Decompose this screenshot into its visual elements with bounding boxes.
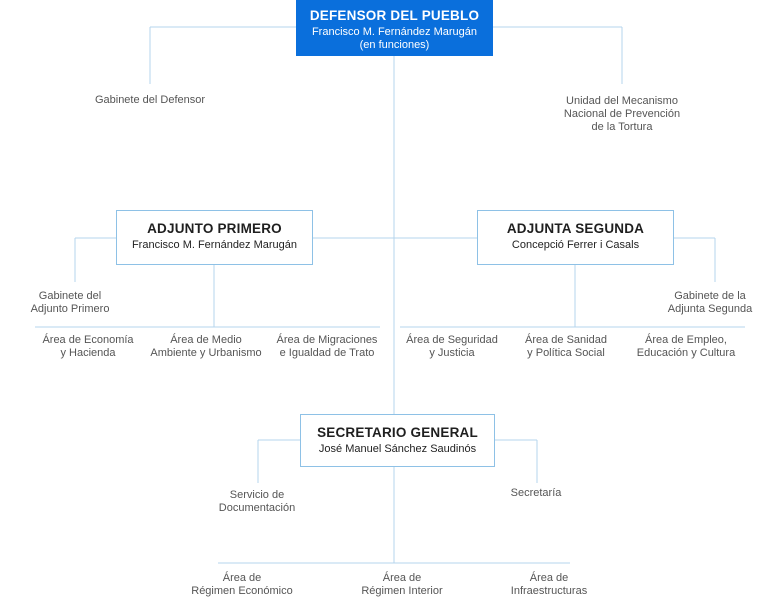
area-seguridad-label: Área de Seguridad y Justicia [406, 334, 498, 359]
secretario-general-name: José Manuel Sánchez Saudinós [318, 443, 477, 455]
area-sanidad-label: Área de Sanidad y Política Social [525, 334, 607, 359]
unidad-mecanismo-label: Unidad del Mecanismo Nacional de Prevenc… [563, 95, 681, 133]
defensor-del-pueblo-box: DEFENSOR DEL PUEBLO Francisco M. Fernánd… [296, 0, 493, 56]
defensor-name: Francisco M. Fernández Marugán [311, 26, 478, 38]
adjunta-segunda-box: ADJUNTA SEGUNDA Concepció Ferrer i Casal… [477, 210, 674, 265]
servicio-documentacion-label: Servicio de Documentación [218, 489, 296, 514]
gabinete-adjunta-segunda-label: Gabinete de la Adjunta Segunda [667, 290, 753, 315]
adjunto-primero-name: Francisco M. Fernández Marugán [131, 239, 298, 251]
adjunta-segunda-title: ADJUNTA SEGUNDA [506, 221, 645, 236]
gabinete-del-defensor-label: Gabinete del Defensor [94, 94, 206, 106]
adjunta-segunda-name: Concepció Ferrer i Casals [511, 239, 640, 251]
secretaria-label: Secretaría [510, 487, 562, 499]
area-regimen-economico-label: Área de Régimen Económico [191, 572, 293, 597]
area-medio-ambiente-label: Área de Medio Ambiente y Urbanismo [150, 334, 262, 359]
secretario-general-box: SECRETARIO GENERAL José Manuel Sánchez S… [300, 414, 495, 467]
adjunto-primero-box: ADJUNTO PRIMERO Francisco M. Fernández M… [116, 210, 313, 265]
defensor-title: DEFENSOR DEL PUEBLO [309, 8, 480, 23]
adjunto-primero-title: ADJUNTO PRIMERO [147, 221, 282, 236]
area-regimen-interior-label: Área de Régimen Interior [361, 572, 443, 597]
area-infraestructuras-label: Área de Infraestructuras [510, 572, 588, 597]
area-empleo-label: Área de Empleo, Educación y Cultura [636, 334, 736, 359]
gabinete-adjunto-primero-label: Gabinete del Adjunto Primero [30, 290, 110, 315]
area-economia-label: Área de Economía y Hacienda [42, 334, 134, 359]
defensor-note: (en funciones) [359, 39, 430, 51]
area-migraciones-label: Área de Migraciones e Igualdad de Trato [276, 334, 378, 359]
secretario-general-title: SECRETARIO GENERAL [317, 425, 478, 440]
